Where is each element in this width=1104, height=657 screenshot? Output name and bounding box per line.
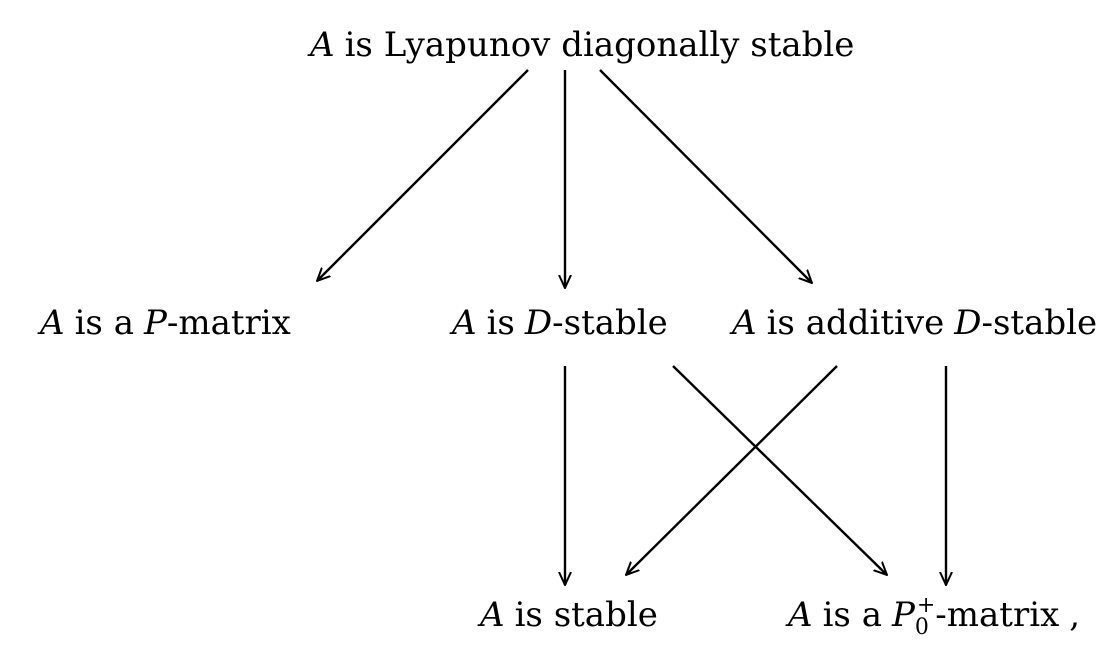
node-text: is Lyapunov diagonally stable (344, 25, 855, 65)
node-var: A (40, 303, 65, 343)
node-text: -matrix (166, 303, 291, 343)
node-text: is stable (514, 595, 658, 635)
arrow-lyapunov-to-additive-d-stable (599, 69, 812, 283)
node-text: -stable (981, 303, 1098, 343)
node-var2: D (524, 303, 553, 343)
node-pre: is (486, 303, 515, 343)
node-subscript: 0 (914, 615, 929, 640)
node-var: A (732, 303, 757, 343)
arrow-d-stable-to-p0-plus (672, 365, 887, 575)
node-var: A (452, 303, 477, 343)
node-text: -stable (552, 303, 668, 343)
node-var2: D (954, 303, 982, 343)
node-var2: P (891, 595, 915, 635)
node-var: A (310, 25, 335, 65)
arrow-additive-d-stable-to-stable (626, 365, 838, 575)
node-trailing-comma: , (1069, 595, 1081, 635)
node-var: A (480, 595, 505, 635)
node-superscript: + (916, 593, 936, 618)
node-var: A (788, 595, 813, 635)
arrow-lyapunov-to-p-matrix (317, 69, 529, 281)
node-text: -matrix (935, 595, 1060, 635)
node-pre: is additive (766, 303, 945, 343)
node-pre: is a (74, 303, 134, 343)
node-pre: is a (822, 595, 882, 635)
node-var2: P (143, 303, 167, 343)
